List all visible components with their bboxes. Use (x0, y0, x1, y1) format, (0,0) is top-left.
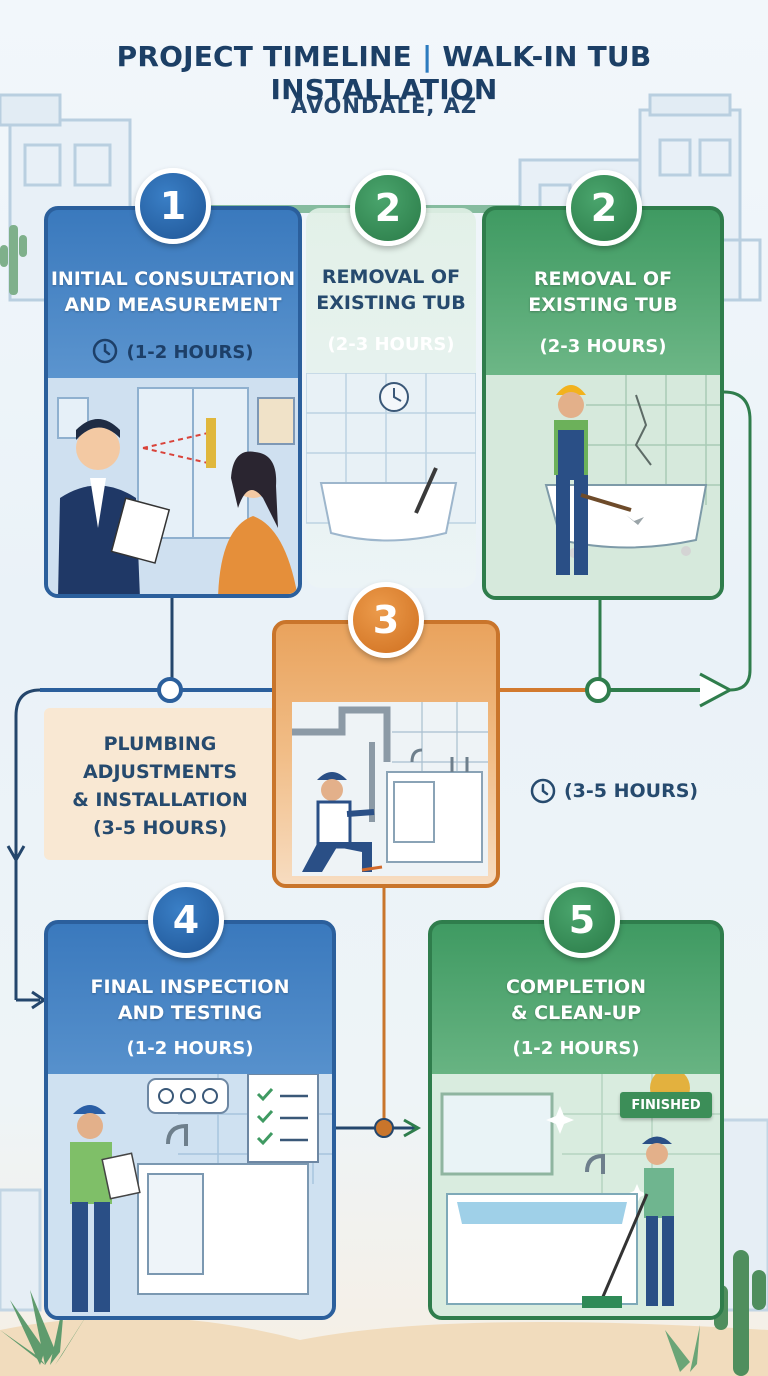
sparkle-icon (546, 1106, 574, 1134)
step-1-title: INITIAL CONSULTATION AND MEASUREMENT (50, 268, 296, 316)
clock-icon (530, 778, 556, 804)
agave-icon (0, 1290, 90, 1365)
location-subtitle: AVONDALE, AZ (290, 94, 478, 118)
step-5-card: COMPLETION & CLEAN-UP (1-2 HOURS) (428, 920, 724, 1320)
step-3-title: PLUMBING ADJUSTMENTS & INSTALLATION (3-5… (72, 733, 248, 839)
step-4-card: FINAL INSPECTION AND TESTING (1-2 HOURS) (44, 920, 336, 1320)
step-4-badge: 4 (148, 882, 224, 958)
step-4-duration: (1-2 HOURS) (126, 1038, 254, 1059)
removal-illustration-faded (306, 373, 476, 542)
clock-icon (93, 338, 118, 364)
cleanup-illustration (432, 1074, 720, 1316)
tub-removal-illustration (486, 375, 720, 596)
step-2b-duration: (2-3 HOURS) (539, 336, 667, 357)
step-2b-badge: 2 (566, 170, 642, 246)
agave-icon (665, 1325, 700, 1372)
plumbing-illustration (292, 702, 488, 876)
desert-ground (0, 1317, 768, 1376)
step-2a-badge: 2 (350, 170, 426, 246)
step-1-duration: (1-2 HOURS) (48, 338, 298, 364)
step-2b-title: REMOVAL OF EXISTING TUB (528, 268, 678, 316)
step-3-card (272, 620, 500, 888)
step-3-side-duration: (3-5 HOURS) (530, 778, 730, 804)
cactus-icon (714, 1250, 766, 1376)
measuring-tape-icon (206, 418, 216, 468)
cactus-icon (0, 225, 27, 295)
step-2b-card: REMOVAL OF EXISTING TUB (2-3 HOURS) (482, 206, 724, 600)
step-5-duration: (1-2 HOURS) (512, 1038, 640, 1059)
step-2a-card: REMOVAL OF EXISTING TUB (2-3 HOURS) (306, 208, 476, 588)
page-title: PROJECT TIMELINE|WALK-IN TUB INSTALLATIO… (116, 40, 652, 106)
step-1-badge: 1 (135, 168, 211, 244)
step-1-card: INITIAL CONSULTATION AND MEASUREMENT (1-… (44, 206, 302, 598)
step-5-badge: 5 (544, 882, 620, 958)
step-4-title: FINAL INSPECTION AND TESTING (90, 976, 290, 1024)
finished-badge: FINISHED (620, 1092, 712, 1118)
inspection-illustration (48, 1074, 332, 1316)
step-3-badge: 3 (348, 582, 424, 658)
step-2a-duration: (2-3 HOURS) (327, 334, 455, 355)
step-5-title: COMPLETION & CLEAN-UP (505, 976, 647, 1024)
checklist-icon (247, 1074, 319, 1163)
consultation-illustration (48, 378, 298, 594)
step-3-label-panel (44, 708, 276, 860)
step-2a-title: REMOVAL OF EXISTING TUB (316, 266, 466, 314)
